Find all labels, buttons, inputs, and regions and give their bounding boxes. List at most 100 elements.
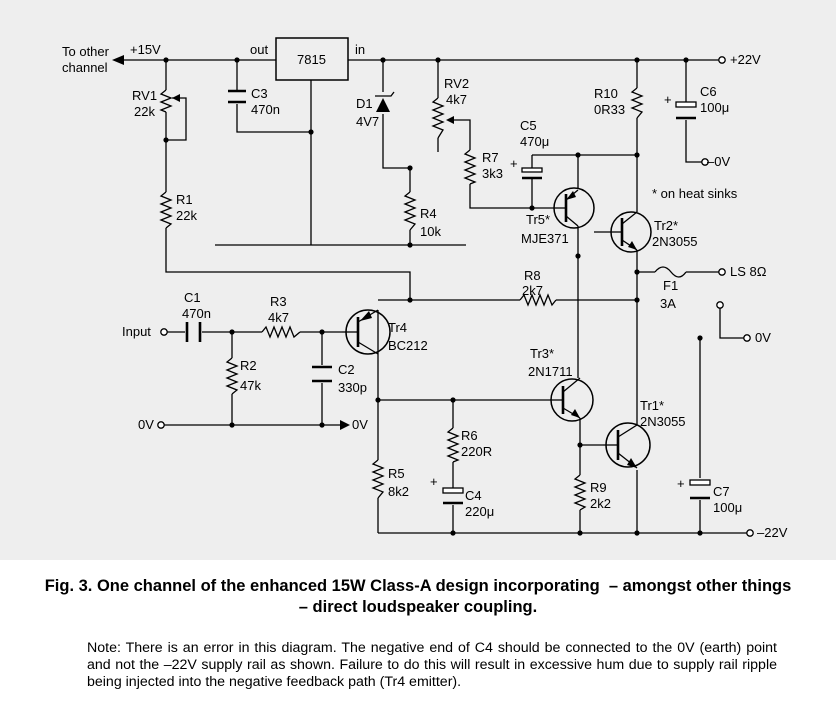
diagram-background	[0, 0, 836, 560]
r4-value: 10k	[420, 224, 441, 239]
c2-name: C2	[338, 362, 355, 377]
tr5-transistor	[553, 187, 595, 229]
r7-name: R7	[482, 150, 499, 165]
c7-name: C7	[713, 484, 730, 499]
tr2-value: 2N3055	[652, 234, 698, 249]
transistors	[342, 187, 652, 469]
d1-name: D1	[356, 96, 373, 111]
tr5-value: MJE371	[521, 231, 569, 246]
d1-zener-diode	[375, 91, 395, 112]
wiring	[120, 59, 748, 534]
rv2-value: 4k7	[446, 92, 467, 107]
r3-value: 4k7	[268, 310, 289, 325]
rv1-name: RV1	[132, 88, 157, 103]
tr2-name: Tr2*	[654, 218, 678, 233]
c6-capacitor: +	[664, 92, 697, 120]
c7-value: 100μ	[713, 500, 742, 515]
c6-name: C6	[700, 84, 717, 99]
r2-name: R2	[240, 358, 257, 373]
r10-name: R10	[594, 86, 618, 101]
tr3-transistor	[550, 377, 594, 422]
c3-capacitor	[228, 89, 246, 104]
regulator-in-label: in	[355, 42, 365, 57]
capacitors: + + + +	[185, 89, 711, 505]
figure-caption: Fig. 3. One channel of the enhanced 15W …	[44, 577, 792, 616]
tr4-name: Tr4	[388, 320, 407, 335]
r10-resistor	[630, 87, 644, 119]
r6-resistor	[446, 427, 460, 463]
terminals	[112, 55, 754, 537]
f1-name: F1	[663, 278, 678, 293]
mid-0v-label: 0V	[352, 417, 368, 432]
heat-note-label: * on heat sinks	[652, 186, 738, 201]
c1-value: 470n	[182, 306, 211, 321]
rail-neg22-label: –22V	[757, 525, 788, 540]
cap-0v-label: –0V	[707, 154, 730, 169]
r10-value: 0R33	[594, 102, 625, 117]
r3-name: R3	[270, 294, 287, 309]
tr1-name: Tr1*	[640, 398, 664, 413]
r7-resistor	[463, 149, 477, 185]
r5-value: 8k2	[388, 484, 409, 499]
rv1-value: 22k	[134, 104, 155, 119]
tr5-name: Tr5*	[526, 212, 550, 227]
tr4-value: BC212	[388, 338, 428, 353]
to-other-channel-arrow-icon	[112, 55, 124, 65]
rail-15v-label: +15V	[130, 42, 161, 57]
input-0v-label: 0V	[138, 417, 154, 432]
r1-name: R1	[176, 192, 193, 207]
f1-value: 3A	[660, 296, 676, 311]
r1-resistor	[159, 191, 173, 229]
rail-pos22-label: +22V	[730, 52, 761, 67]
r2-resistor	[225, 357, 239, 395]
rv1-resistor	[159, 89, 173, 113]
zero-volt-arrow-icon	[340, 420, 350, 430]
to-other-channel-label-2: channel	[62, 60, 108, 75]
r3-resistor	[261, 325, 301, 339]
r8-name: R8	[524, 268, 541, 283]
c2-value: 330p	[338, 380, 367, 395]
r7-value: 3k3	[482, 166, 503, 181]
r9-value: 2k2	[590, 496, 611, 511]
c6-value: 100μ	[700, 100, 729, 115]
rv1-wiper-icon	[172, 94, 180, 102]
regulator-out-label: out	[250, 42, 268, 57]
rv2-resistor	[431, 97, 445, 139]
r5-name: R5	[388, 466, 405, 481]
r9-name: R9	[590, 480, 607, 495]
svg-text:+: +	[677, 476, 685, 491]
c3-name: C3	[251, 86, 268, 101]
figure-note: Note: There is an error in this diagram.…	[87, 640, 777, 690]
c3-value: 470n	[251, 102, 280, 117]
regulator-7815	[275, 37, 349, 81]
r9-resistor	[573, 474, 587, 511]
r1-value: 22k	[176, 208, 197, 223]
c1-capacitor	[185, 322, 202, 342]
regulator-name-label: 7815	[297, 52, 326, 67]
c5-capacitor: +	[510, 156, 543, 180]
to-other-channel-label-1: To other	[62, 44, 110, 59]
c2-capacitor	[312, 365, 332, 383]
tr4-transistor	[342, 309, 391, 355]
circuit-diagram: + + + +	[0, 0, 836, 560]
c4-value: 220μ	[465, 504, 494, 519]
r4-name: R4	[420, 206, 437, 221]
r8-value: 2k7	[522, 283, 543, 298]
tr1-value: 2N3055	[640, 414, 686, 429]
svg-text:+: +	[510, 156, 518, 171]
junctions	[163, 57, 703, 536]
c5-name: C5	[520, 118, 537, 133]
r4-resistor	[403, 191, 417, 231]
speaker-label: LS 8Ω	[730, 264, 767, 279]
labels: To other channel +15V out 7815 in +22V –…	[62, 42, 788, 540]
d1-value: 4V7	[356, 114, 379, 129]
c1-name: C1	[184, 290, 201, 305]
rv2-wiper-icon	[446, 116, 454, 124]
resistors	[159, 87, 644, 511]
r8-resistor	[519, 293, 557, 307]
rv2-name: RV2	[444, 76, 469, 91]
tr3-name: Tr3*	[530, 346, 554, 361]
c5-value: 470μ	[520, 134, 549, 149]
r6-value: 220R	[461, 444, 492, 459]
c4-name: C4	[465, 488, 482, 503]
